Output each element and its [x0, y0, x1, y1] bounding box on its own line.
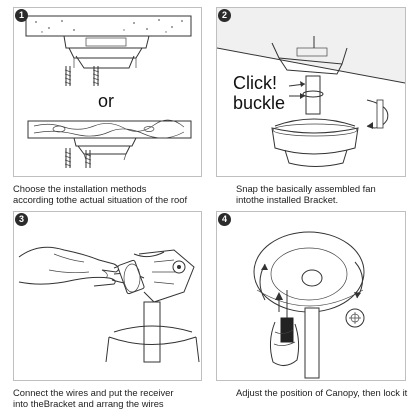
ceiling-bracket-bottom	[74, 138, 136, 160]
ceiling-slab-top	[26, 16, 191, 36]
buckle-callout: buckle	[233, 93, 285, 113]
step-1-number-badge: 1	[15, 9, 28, 22]
step-1-caption-line-2: according tothe actual situation of the …	[13, 194, 187, 205]
step-2-number-badge: 2	[218, 9, 231, 22]
step-4-illustration	[217, 212, 405, 380]
step-3-panel: 3	[13, 211, 202, 381]
step-1-panel: 1	[13, 7, 202, 177]
step-2-panel: 2	[216, 7, 406, 177]
receiver-unit	[117, 260, 144, 294]
step-1-caption-line-1: Choose the installation methods	[13, 183, 146, 194]
rotation-arrow-icon	[367, 100, 388, 129]
screw-detail	[346, 309, 364, 327]
screws-bottom	[65, 148, 91, 168]
bracket-with-receiver	[139, 250, 194, 302]
downrod	[305, 308, 319, 378]
step-3-caption-line-1: Connect the wires and put the receiver	[13, 387, 174, 398]
downrod	[303, 76, 323, 114]
screws-top	[65, 66, 99, 86]
or-label: or	[98, 91, 114, 111]
step-3-illustration	[14, 212, 201, 380]
click-callout: Click!	[233, 73, 277, 93]
ceiling-bracket-top	[64, 36, 149, 68]
step-2-caption-line-1: Snap the basically assembled fan	[236, 183, 376, 194]
downrod-and-canopy	[106, 302, 199, 362]
step-4-caption: Adjust the position of Canopy, then lock…	[236, 387, 407, 398]
step-3-number-badge: 3	[15, 213, 28, 226]
step-2-caption-line-2: intothe installed Bracket.	[236, 194, 338, 205]
step-4-number-badge: 4	[218, 213, 231, 226]
canopy	[254, 232, 364, 312]
hand-illustration	[19, 247, 119, 286]
step-4-panel: 4	[216, 211, 406, 381]
callout-arrows	[289, 81, 305, 99]
fan-motor-housing	[272, 119, 358, 167]
step-3-caption-line-2: into theBracket and arrang the wires	[13, 398, 164, 409]
